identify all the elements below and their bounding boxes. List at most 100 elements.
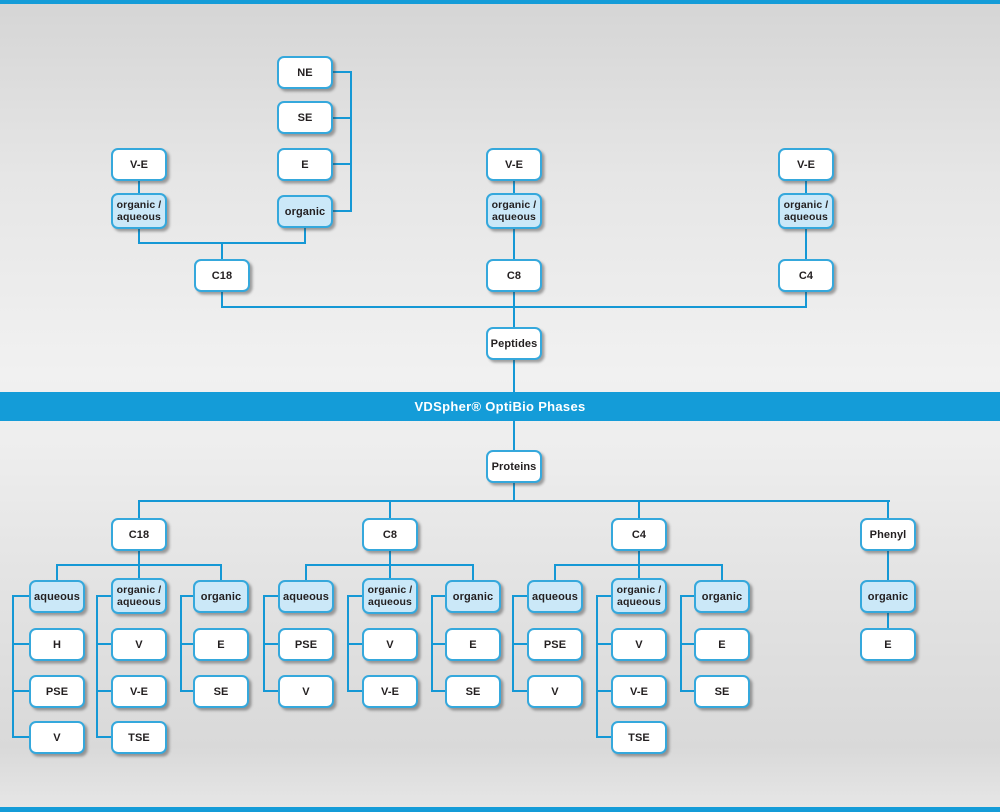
node-box-e: E: [445, 628, 501, 661]
node-box-c8: C8: [486, 259, 542, 292]
connector-line: [13, 736, 30, 738]
connector-line: [97, 643, 112, 645]
banner-title: VDSpher® OptiBio Phases: [414, 399, 586, 414]
connector-line: [181, 643, 194, 645]
node-box-aqueous: aqueous: [278, 580, 334, 613]
connector-line: [389, 500, 391, 519]
node-box-h: H: [29, 628, 85, 661]
node-box-c18: C18: [111, 518, 167, 551]
connector-line: [638, 500, 640, 519]
node-box-v: V: [362, 628, 418, 661]
connector-line: [513, 291, 515, 328]
connector-line: [13, 643, 30, 645]
node-box-proteins: Proteins: [486, 450, 542, 483]
connector-line: [138, 500, 140, 519]
connector-line: [350, 71, 352, 212]
node-box-organic: organic: [277, 195, 333, 228]
connector-line: [221, 242, 223, 260]
node-box-organic-aqueous: organic / aqueous: [611, 578, 667, 614]
connector-line: [805, 291, 807, 308]
connector-line: [887, 500, 889, 519]
connector-line: [681, 690, 695, 692]
node-box-organic-aqueous: organic / aqueous: [362, 578, 418, 614]
node-box-se: SE: [445, 675, 501, 708]
connector-line: [221, 291, 223, 308]
connector-line: [721, 564, 723, 581]
connector-line: [805, 180, 807, 194]
connector-line: [513, 228, 515, 260]
connector-line: [304, 227, 306, 243]
node-box-se: SE: [694, 675, 750, 708]
connector-line: [97, 595, 112, 597]
node-box-aqueous: aqueous: [29, 580, 85, 613]
connector-line: [597, 690, 612, 692]
node-box-c8: C8: [362, 518, 418, 551]
connector-line: [554, 564, 722, 566]
connector-line: [264, 595, 279, 597]
node-box-v-e: V-E: [778, 148, 834, 181]
node-box-v: V: [527, 675, 583, 708]
connector-line: [305, 564, 473, 566]
connector-line: [220, 564, 222, 581]
connector-line: [348, 595, 363, 597]
connector-line: [681, 595, 695, 597]
connector-line: [513, 180, 515, 194]
connector-line: [805, 228, 807, 260]
connector-line: [138, 228, 140, 244]
node-box-v-e: V-E: [362, 675, 418, 708]
node-box-v-e: V-E: [611, 675, 667, 708]
connector-line: [13, 595, 30, 597]
bottom-accent-strip: [0, 807, 1000, 812]
connector-line: [333, 71, 352, 73]
connector-line: [56, 564, 222, 566]
node-box-v-e: V-E: [111, 148, 167, 181]
node-box-organic-aqueous: organic / aqueous: [111, 578, 167, 614]
node-box-organic: organic: [694, 580, 750, 613]
connector-line: [264, 643, 279, 645]
node-box-e: E: [193, 628, 249, 661]
connector-line: [597, 736, 612, 738]
node-box-organic: organic: [193, 580, 249, 613]
node-box-aqueous: aqueous: [527, 580, 583, 613]
connector-line: [887, 550, 889, 580]
connector-line: [56, 564, 58, 581]
connector-line: [887, 612, 889, 629]
node-box-tse: TSE: [111, 721, 167, 754]
node-box-ne: NE: [277, 56, 333, 89]
connector-line: [333, 163, 352, 165]
node-box-tse: TSE: [611, 721, 667, 754]
node-box-pse: PSE: [527, 628, 583, 661]
node-box-v-e: V-E: [111, 675, 167, 708]
node-box-c4: C4: [611, 518, 667, 551]
connector-line: [305, 564, 307, 581]
node-box-e: E: [694, 628, 750, 661]
node-box-organic: organic: [445, 580, 501, 613]
connector-line: [333, 210, 352, 212]
connector-line: [432, 643, 446, 645]
connector-line: [181, 595, 194, 597]
connector-line: [97, 736, 112, 738]
connector-line: [96, 595, 98, 738]
node-box-organic: organic: [860, 580, 916, 613]
connector-line: [513, 643, 528, 645]
node-box-v: V: [278, 675, 334, 708]
node-box-v: V: [111, 628, 167, 661]
connector-line: [13, 690, 30, 692]
connector-line: [138, 180, 140, 194]
connector-line: [97, 690, 112, 692]
connector-line: [513, 690, 528, 692]
connector-line: [472, 564, 474, 581]
connector-line: [513, 482, 515, 502]
connector-line: [597, 643, 612, 645]
node-box-e: E: [277, 148, 333, 181]
brand-banner: VDSpher® OptiBio Phases: [0, 392, 1000, 421]
node-box-phenyl: Phenyl: [860, 518, 916, 551]
node-box-pse: PSE: [278, 628, 334, 661]
node-box-organic-aqueous: organic / aqueous: [111, 193, 167, 229]
connector-line: [138, 500, 890, 502]
connector-line: [264, 690, 279, 692]
node-box-c18: C18: [194, 259, 250, 292]
top-accent-strip: [0, 0, 1000, 4]
node-box-e: E: [860, 628, 916, 661]
